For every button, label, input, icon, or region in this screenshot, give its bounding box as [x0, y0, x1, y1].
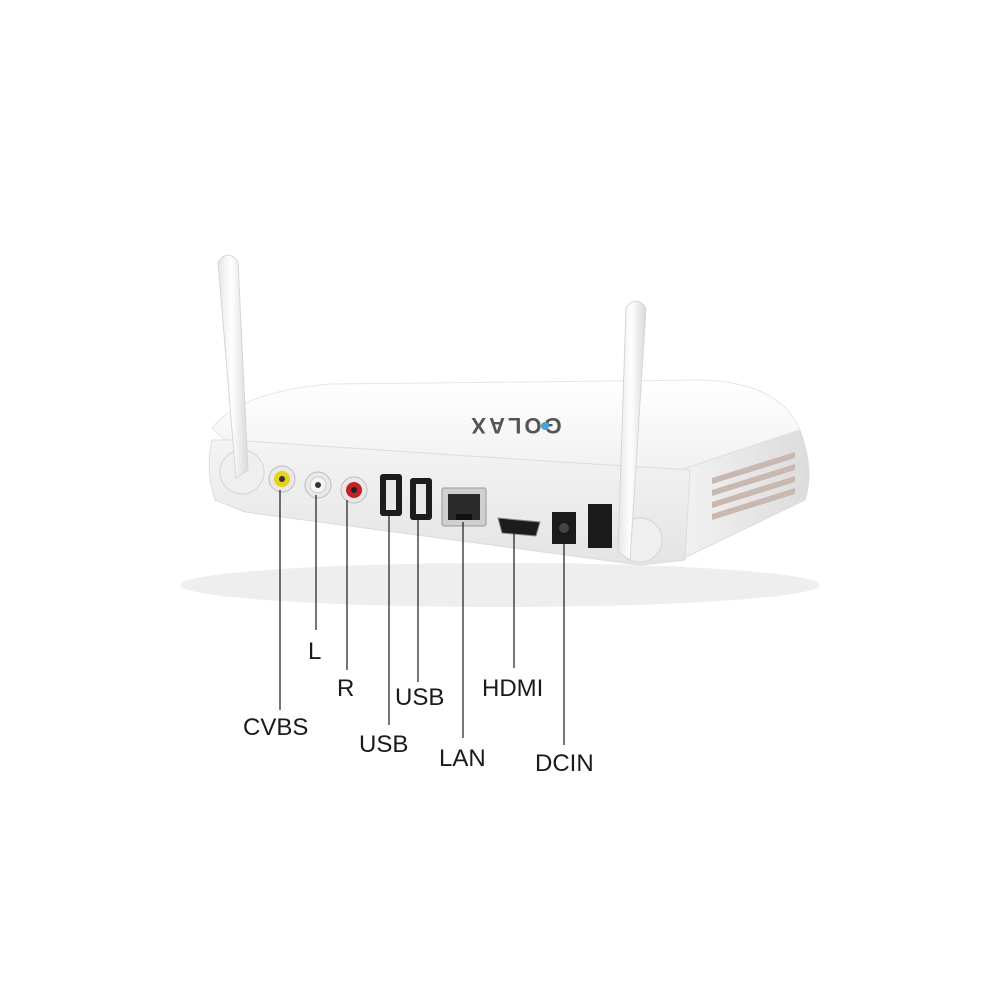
hdmi-port — [497, 517, 541, 537]
cvbs-jack — [268, 465, 296, 493]
label-usb-2: USB — [395, 684, 445, 711]
label-cvbs: CVBS — [243, 714, 309, 741]
vent-slots — [712, 452, 795, 520]
label-lan: LAN — [439, 745, 486, 772]
power-switch — [588, 504, 612, 548]
brand-logo: GOLAX — [468, 413, 561, 438]
label-usb-1: USB — [359, 731, 409, 758]
audio-right-jack — [340, 476, 368, 504]
leader-lines — [279, 490, 565, 745]
label-dcin: DCIN — [535, 750, 594, 777]
audio-left-jack — [304, 471, 332, 499]
label-l: L — [308, 638, 322, 665]
label-hdmi: HDMI — [482, 675, 544, 702]
right-antenna — [617, 300, 647, 561]
usb-port-2 — [410, 478, 432, 520]
lan-port — [441, 487, 487, 527]
floor-shadow — [180, 563, 820, 607]
left-antenna — [217, 254, 249, 479]
usb-port-1 — [380, 474, 402, 516]
label-r: R — [337, 675, 355, 702]
dcin-port — [552, 512, 576, 544]
